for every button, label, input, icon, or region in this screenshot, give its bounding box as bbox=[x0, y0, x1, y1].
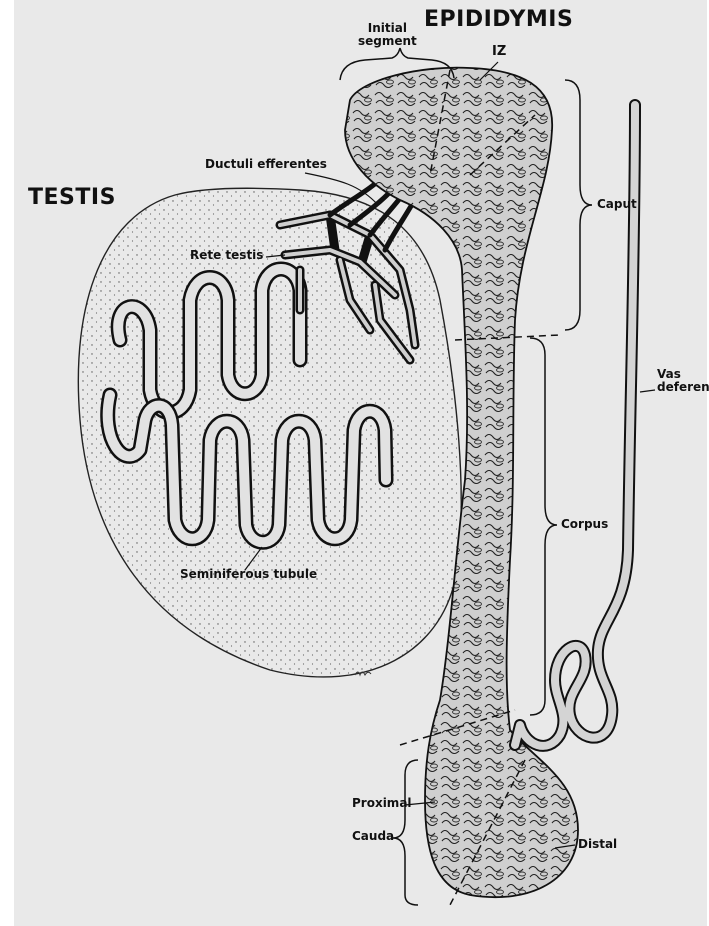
label-iz: IZ bbox=[492, 45, 506, 59]
label-ductuli-efferentes: Ductuli efferentes bbox=[205, 158, 327, 171]
label-rete-testis: Rete testis bbox=[190, 249, 263, 262]
label-seminiferous-tubule: Seminiferous tubule bbox=[180, 568, 317, 581]
label-vas-deferens: Vas deferens bbox=[657, 368, 709, 394]
label-corpus: Corpus bbox=[561, 518, 608, 531]
brace-cauda bbox=[393, 760, 418, 905]
label-proximal: Proximal bbox=[352, 797, 412, 810]
label-caput: Caput bbox=[597, 198, 637, 211]
label-initial-segment: Initial segment bbox=[358, 22, 417, 48]
label-cauda: Cauda bbox=[352, 830, 394, 843]
leader-vas-deferens bbox=[640, 390, 655, 392]
label-initial-segment-line2: segment bbox=[358, 35, 417, 48]
label-distal: Distal bbox=[578, 838, 617, 851]
diagram-title: EPIDIDYMIS bbox=[424, 8, 573, 32]
brace-caput bbox=[565, 80, 592, 330]
label-testis: TESTIS bbox=[28, 186, 116, 210]
label-vas-deferens-line2: deferens bbox=[657, 381, 709, 394]
brace-corpus bbox=[530, 338, 557, 715]
